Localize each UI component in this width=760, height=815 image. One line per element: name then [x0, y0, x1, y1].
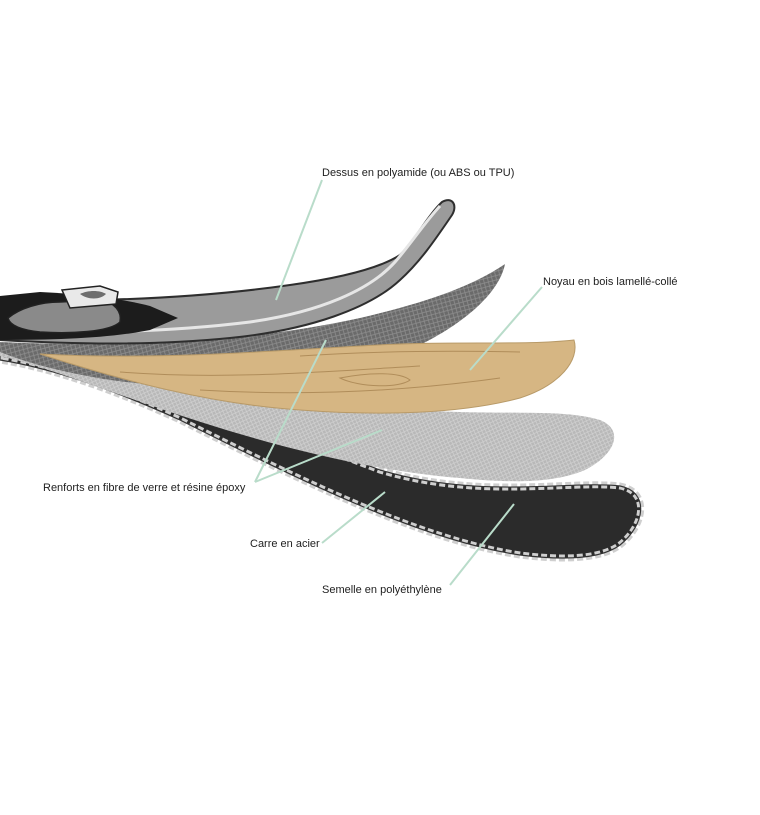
label-core: Noyau en bois lamellé-collé: [543, 276, 678, 288]
leader-fiberglass-2: [254, 429, 383, 483]
leader-lines: [254, 179, 543, 586]
label-base: Semelle en polyéthylène: [322, 584, 442, 596]
core-grain: [119, 350, 521, 394]
leader-base: [449, 503, 515, 586]
label-top-sheet: Dessus en polyamide (ou ABS ou TPU): [322, 167, 515, 179]
label-edge: Carre en acier: [250, 538, 320, 550]
leader-fiberglass-1: [254, 339, 327, 483]
leader-edge: [321, 491, 386, 544]
ski-binding-icon: [7, 285, 122, 334]
leader-top-sheet: [275, 179, 323, 301]
leader-core: [469, 286, 543, 371]
label-fiberglass: Renforts en fibre de verre et résine épo…: [43, 482, 246, 494]
